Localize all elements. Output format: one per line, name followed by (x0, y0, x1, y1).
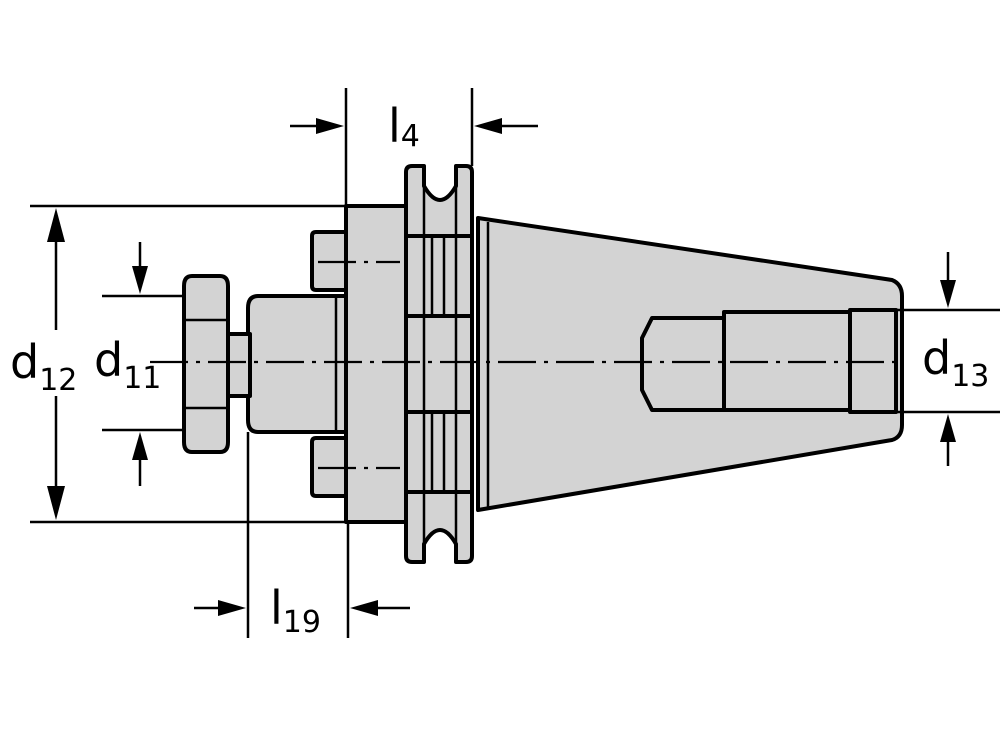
l4-main: l (388, 99, 401, 153)
face-block (310, 204, 408, 524)
d13-sub: 13 (951, 359, 989, 394)
d11-sub: 11 (123, 361, 161, 396)
l19-sub: 19 (283, 605, 321, 640)
svg-text:l4: l4 (388, 99, 420, 154)
l19-main: l (270, 581, 283, 635)
svg-text:d13: d13 (922, 331, 989, 394)
dimension-d11: d11 (94, 242, 186, 486)
svg-text:l19: l19 (270, 581, 321, 640)
d13-main: d (922, 331, 951, 385)
retention-head (182, 274, 252, 454)
dimension-l4: l4 (290, 88, 538, 206)
dimension-d12: d12 (10, 204, 346, 524)
d12-main: d (10, 335, 39, 389)
pilot-arbor (246, 294, 348, 434)
flange-groove (404, 164, 474, 564)
dimension-d13: d13 (896, 252, 1000, 466)
svg-text:d12: d12 (10, 335, 77, 398)
taper-shank (476, 216, 904, 512)
d12-sub: 12 (39, 363, 77, 398)
d11-main: d (94, 333, 123, 387)
dimension-l19: l19 (194, 432, 410, 640)
svg-text:d11: d11 (94, 333, 161, 396)
l4-sub: 4 (401, 119, 420, 154)
